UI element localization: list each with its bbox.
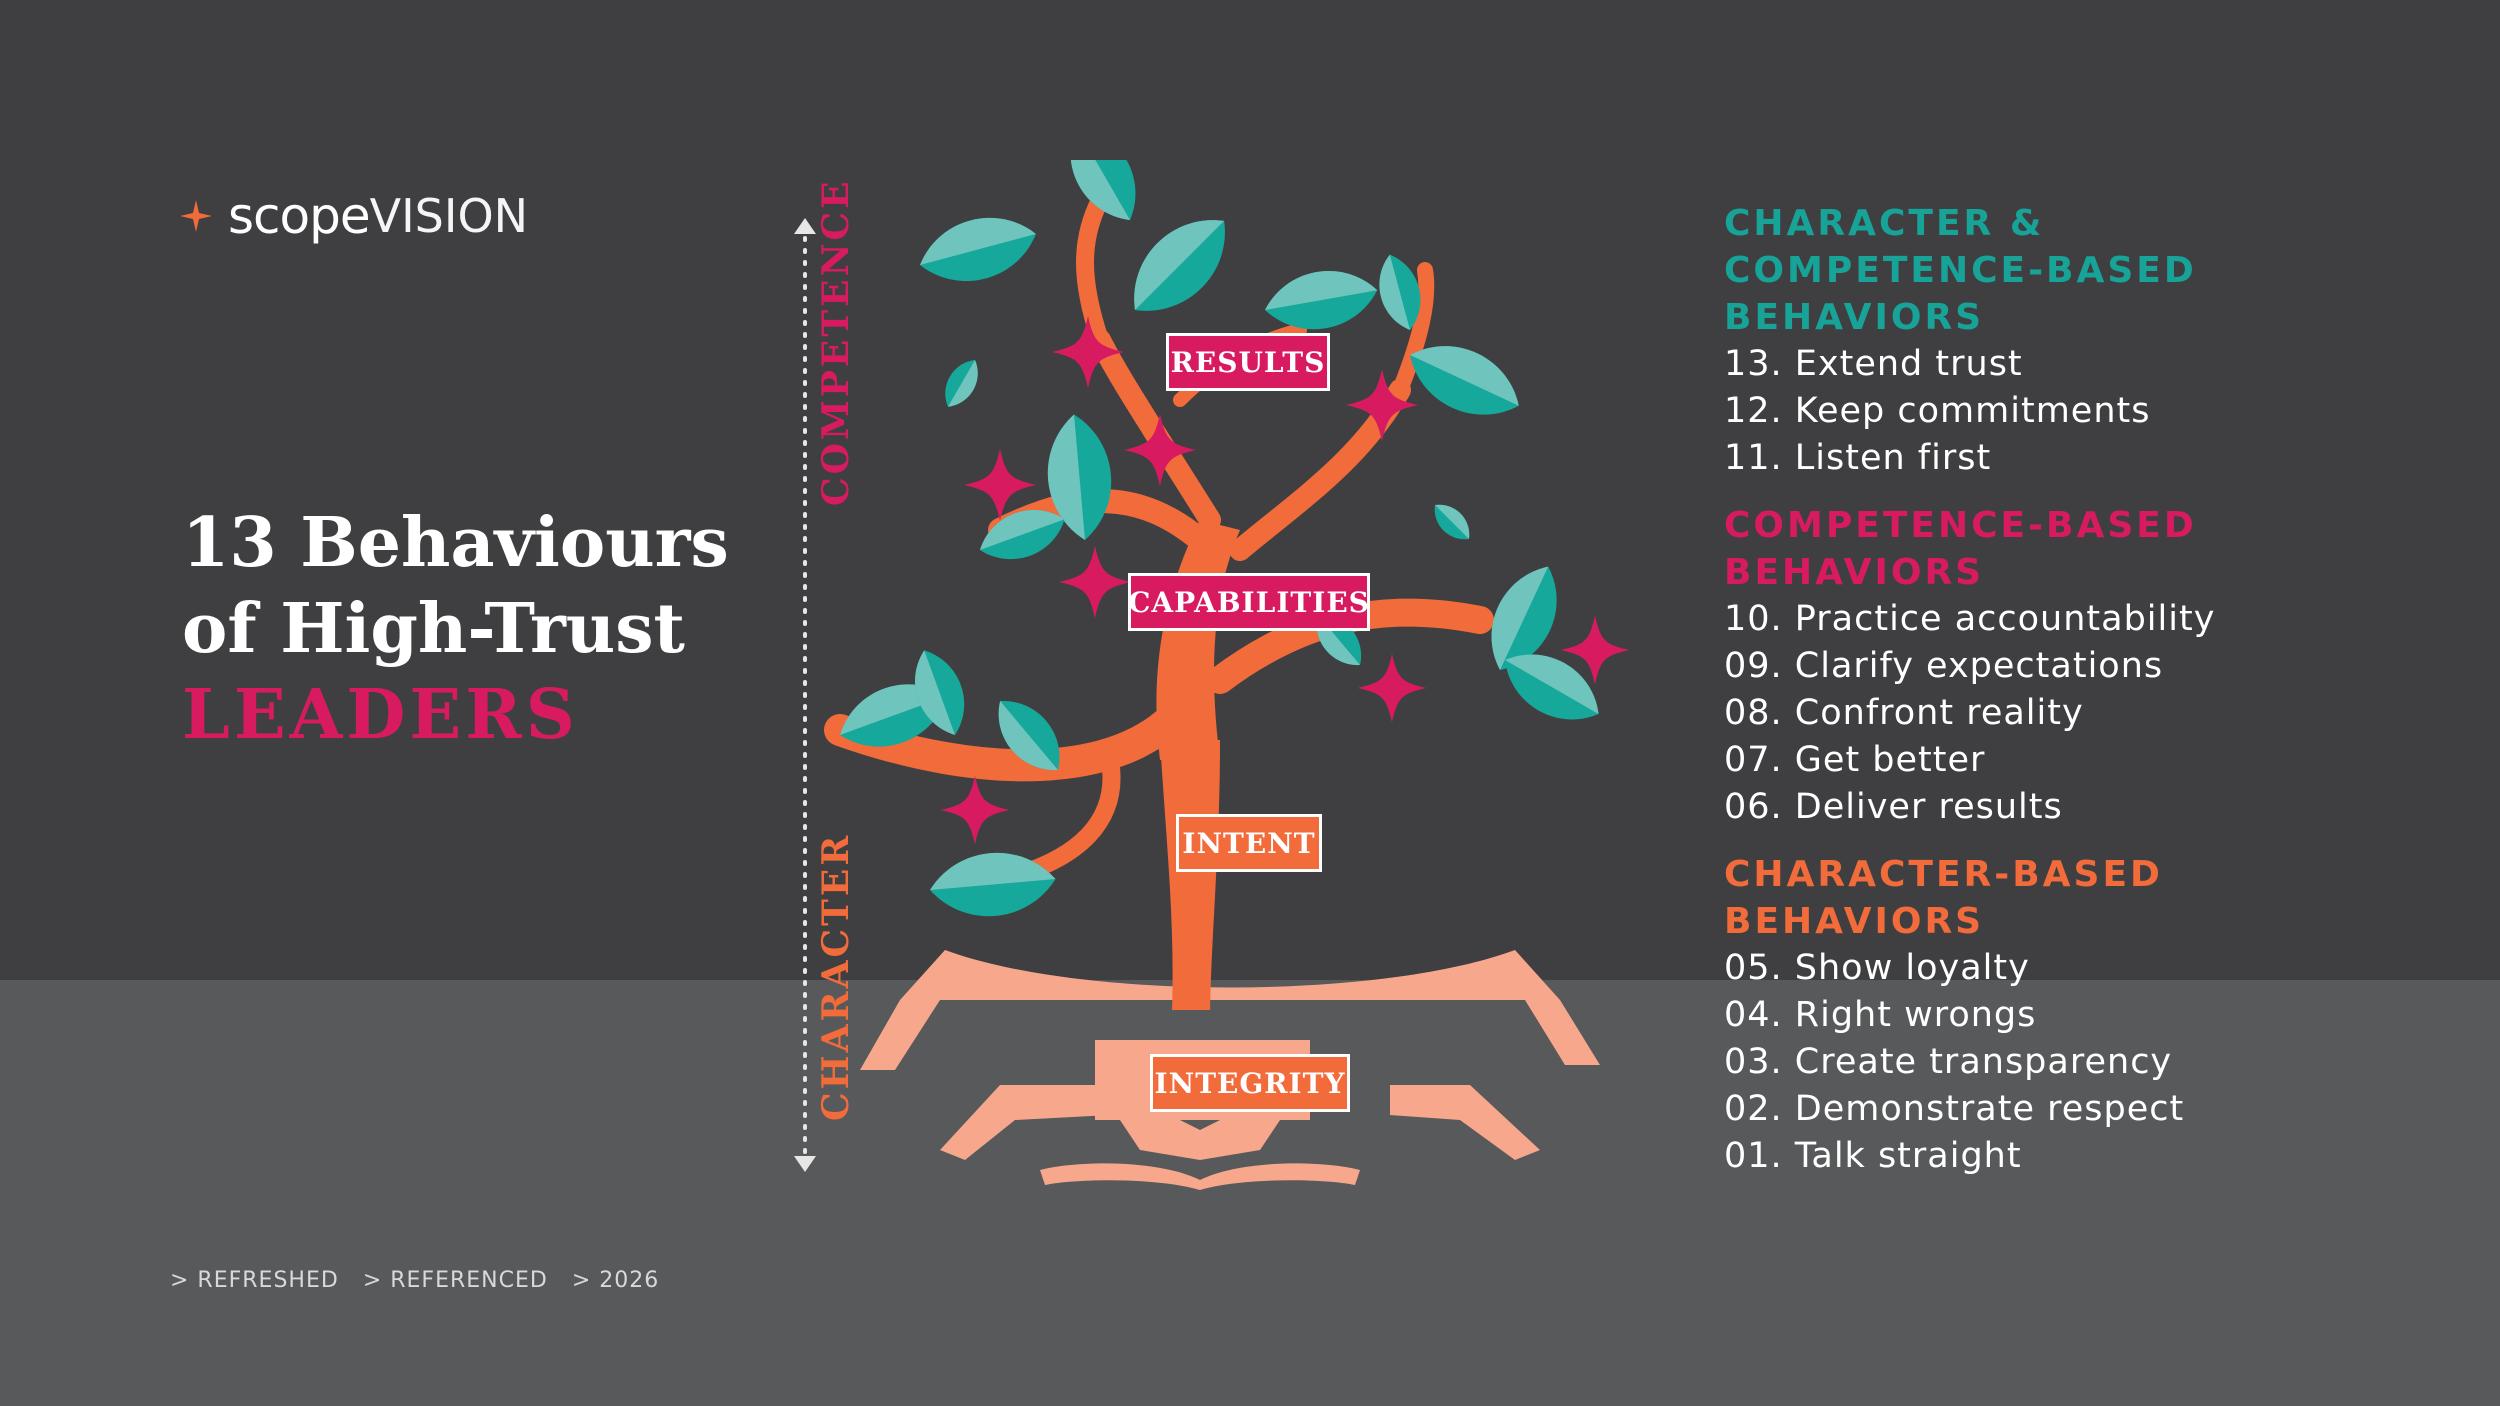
footer-tag: > REFRESHED bbox=[170, 1268, 339, 1293]
behaviors-legend: CHARACTER & COMPETENCE-BASED BEHAVIORS 1… bbox=[1724, 200, 2464, 1200]
legend-item: 03. Create transparency bbox=[1724, 1042, 2173, 1082]
footer-tag: > 2026 bbox=[571, 1268, 660, 1293]
axis-arrow bbox=[794, 218, 816, 1172]
legend-group-character-competence: CHARACTER & COMPETENCE-BASED BEHAVIORS 1… bbox=[1724, 200, 2464, 482]
legend-group-title: CHARACTER-BASED BEHAVIORS bbox=[1724, 851, 2464, 945]
legend-item: 11. Listen first bbox=[1724, 438, 1992, 478]
title-line-2: of High-Trust bbox=[182, 589, 685, 669]
page-title: 13 Behaviours of High-Trust LEADERS bbox=[182, 500, 729, 758]
legend-group-title-line: BEHAVIORS bbox=[1724, 901, 1985, 942]
tree-label-intent: INTENT bbox=[1176, 814, 1322, 872]
legend-group-title-line: BEHAVIORS bbox=[1724, 552, 1985, 593]
legend-item: 06. Deliver results bbox=[1724, 787, 2063, 827]
footer-tag: > REFERENCED bbox=[362, 1268, 548, 1293]
tree-label-integrity: INTEGRITY bbox=[1150, 1054, 1350, 1112]
star-icon bbox=[180, 200, 212, 232]
legend-group-competence: COMPETENCE-BASED BEHAVIORS 10. Practice … bbox=[1724, 502, 2464, 831]
tree-label-capabilities: CAPABILITIES bbox=[1128, 573, 1370, 631]
logo-text-vision: VISION bbox=[369, 189, 529, 243]
legend-item: 01. Talk straight bbox=[1724, 1136, 2022, 1176]
axis-arrow-up bbox=[794, 218, 816, 234]
legend-group-title-line: CHARACTER-BASED bbox=[1724, 854, 2163, 895]
footer-tags: > REFRESHED > REFERENCED > 2026 bbox=[170, 1268, 675, 1293]
tree-illustration bbox=[824, 160, 1630, 1190]
logo-text-scope: scope bbox=[228, 187, 371, 245]
legend-item: 07. Get better bbox=[1724, 740, 1986, 780]
logo: scope VISION bbox=[180, 186, 528, 246]
legend-group-character: CHARACTER-BASED BEHAVIORS 05. Show loyal… bbox=[1724, 851, 2464, 1180]
legend-item: 09. Clarify expectations bbox=[1724, 646, 2164, 686]
tree-label-results: RESULTS bbox=[1166, 333, 1330, 391]
axis-arrow-down bbox=[794, 1156, 816, 1172]
legend-item: 12. Keep commitments bbox=[1724, 391, 2151, 431]
legend-group-title-line: CHARACTER & bbox=[1724, 203, 2045, 244]
legend-item: 13. Extend trust bbox=[1724, 344, 2023, 384]
legend-item: 10. Practice accountability bbox=[1724, 599, 2216, 639]
tree-roots bbox=[860, 950, 1600, 1190]
legend-group-title-line: COMPETENCE-BASED bbox=[1724, 505, 2197, 546]
legend-item: 02. Demonstrate respect bbox=[1724, 1089, 2185, 1129]
legend-group-title-line: BEHAVIORS bbox=[1724, 297, 1985, 338]
legend-group-title: COMPETENCE-BASED BEHAVIORS bbox=[1724, 502, 2464, 596]
legend-item: 08. Confront reality bbox=[1724, 693, 2084, 733]
legend-group-title: CHARACTER & COMPETENCE-BASED BEHAVIORS bbox=[1724, 200, 2464, 341]
title-line-1: 13 Behaviours bbox=[182, 503, 729, 583]
legend-item: 04. Right wrongs bbox=[1724, 995, 2037, 1035]
legend-group-title-line: COMPETENCE-BASED bbox=[1724, 250, 2197, 291]
title-line-3: LEADERS bbox=[182, 675, 579, 755]
legend-item: 05. Show loyalty bbox=[1724, 948, 2030, 988]
